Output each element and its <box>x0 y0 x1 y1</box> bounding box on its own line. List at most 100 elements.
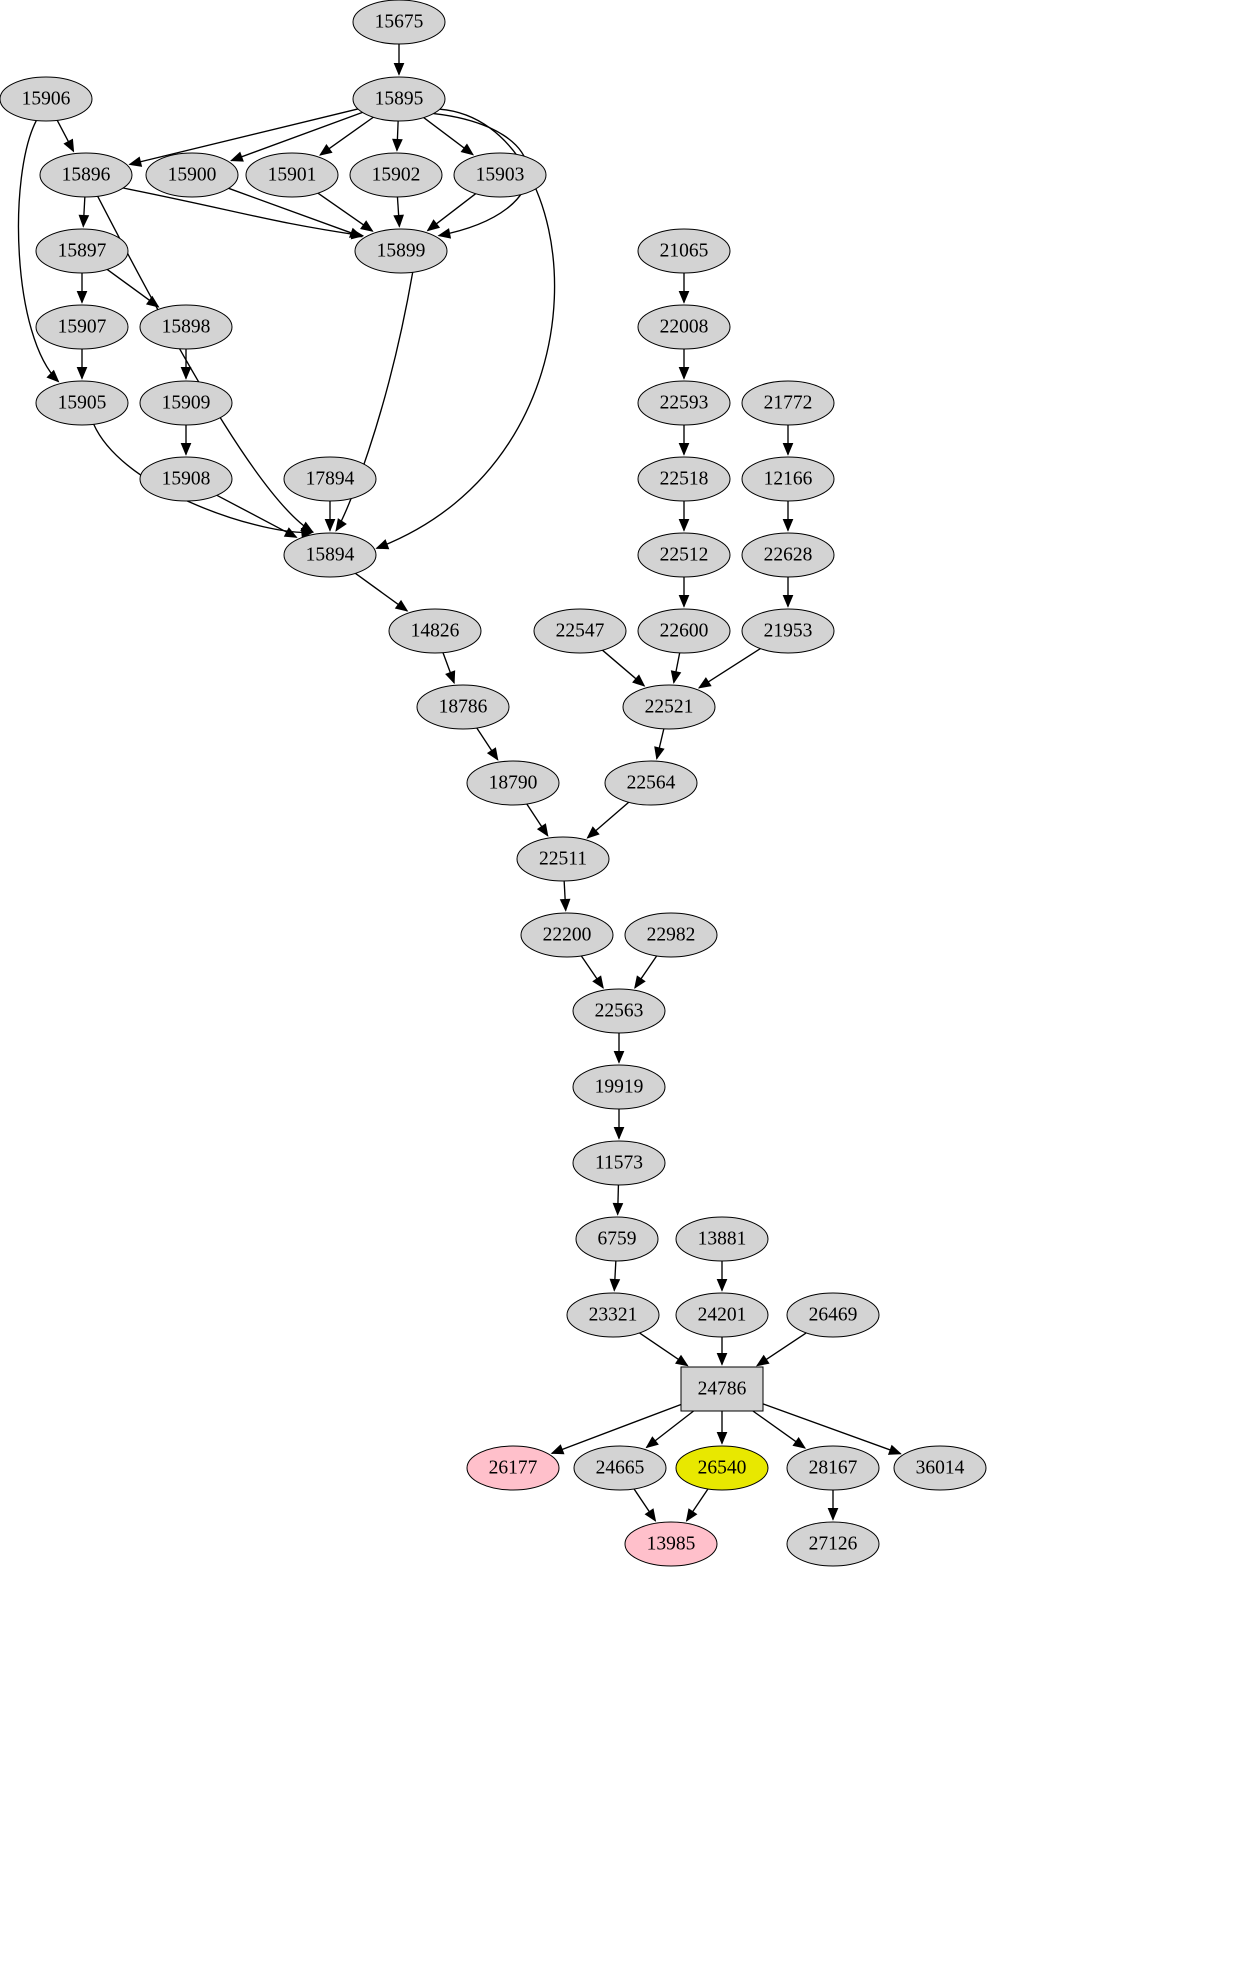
graph-node[interactable]: 21065 <box>637 228 731 274</box>
node-shape[interactable] <box>675 1445 769 1491</box>
node-shape[interactable] <box>35 380 129 426</box>
node-shape[interactable] <box>466 1445 560 1491</box>
node-shape[interactable] <box>637 304 731 350</box>
graph-node[interactable]: 15906 <box>0 76 93 122</box>
node-shape[interactable] <box>533 608 627 654</box>
graph-node[interactable]: 22600 <box>637 608 731 654</box>
graph-node[interactable]: 22511 <box>516 836 610 882</box>
graph-node[interactable]: 15909 <box>139 380 233 426</box>
graph-node[interactable]: 18790 <box>466 760 560 806</box>
node-shape[interactable] <box>520 912 614 958</box>
node-shape[interactable] <box>575 1216 659 1262</box>
node-shape[interactable] <box>680 1366 764 1412</box>
node-shape[interactable] <box>637 380 731 426</box>
graph-node[interactable]: 15907 <box>35 304 129 350</box>
graph-node[interactable]: 24665 <box>573 1445 667 1491</box>
graph-node[interactable]: 22518 <box>637 456 731 502</box>
graph-node[interactable]: 22200 <box>520 912 614 958</box>
graph-node[interactable]: 15899 <box>354 228 448 274</box>
graph-node[interactable]: 11573 <box>572 1140 666 1186</box>
graph-node[interactable]: 23321 <box>566 1292 660 1338</box>
graph-node[interactable]: 15898 <box>139 304 233 350</box>
graph-node[interactable]: 22628 <box>741 532 835 578</box>
node-shape[interactable] <box>352 76 446 122</box>
graph-node[interactable]: 14826 <box>388 608 482 654</box>
graph-node[interactable]: 22521 <box>622 684 716 730</box>
node-shape[interactable] <box>573 1445 667 1491</box>
graph-node[interactable]: 24786 <box>680 1366 764 1412</box>
node-shape[interactable] <box>245 152 339 198</box>
graph-node[interactable]: 22512 <box>637 532 731 578</box>
graph-node[interactable]: 26177 <box>466 1445 560 1491</box>
node-shape[interactable] <box>675 1292 769 1338</box>
node-shape[interactable] <box>39 152 133 198</box>
graph-node[interactable]: 22008 <box>637 304 731 350</box>
node-shape[interactable] <box>786 1292 880 1338</box>
graph-node[interactable]: 15903 <box>453 152 547 198</box>
node-shape[interactable] <box>349 152 443 198</box>
graph-node[interactable]: 15901 <box>245 152 339 198</box>
graph-node[interactable]: 18786 <box>416 684 510 730</box>
graph-node[interactable]: 6759 <box>575 1216 659 1262</box>
node-shape[interactable] <box>741 456 835 502</box>
node-shape[interactable] <box>572 988 666 1034</box>
graph-node[interactable]: 15900 <box>145 152 239 198</box>
node-shape[interactable] <box>354 228 448 274</box>
node-shape[interactable] <box>622 684 716 730</box>
graph-node[interactable]: 27126 <box>786 1521 880 1567</box>
node-shape[interactable] <box>352 0 446 45</box>
node-shape[interactable] <box>0 76 93 122</box>
node-shape[interactable] <box>624 912 718 958</box>
node-shape[interactable] <box>624 1521 718 1567</box>
node-shape[interactable] <box>572 1140 666 1186</box>
node-shape[interactable] <box>637 532 731 578</box>
node-shape[interactable] <box>145 152 239 198</box>
graph-node[interactable]: 19919 <box>572 1064 666 1110</box>
node-shape[interactable] <box>786 1445 880 1491</box>
node-shape[interactable] <box>604 760 698 806</box>
graph-node[interactable]: 15675 <box>352 0 446 45</box>
node-shape[interactable] <box>572 1064 666 1110</box>
graph-node[interactable]: 15896 <box>39 152 133 198</box>
node-shape[interactable] <box>139 304 233 350</box>
graph-node[interactable]: 22982 <box>624 912 718 958</box>
node-shape[interactable] <box>35 304 129 350</box>
graph-node[interactable]: 15908 <box>139 456 233 502</box>
node-shape[interactable] <box>139 380 233 426</box>
node-shape[interactable] <box>466 760 560 806</box>
node-shape[interactable] <box>566 1292 660 1338</box>
graph-node[interactable]: 13985 <box>624 1521 718 1567</box>
graph-node[interactable]: 22593 <box>637 380 731 426</box>
node-shape[interactable] <box>637 456 731 502</box>
graph-node[interactable]: 28167 <box>786 1445 880 1491</box>
node-shape[interactable] <box>453 152 547 198</box>
graph-node[interactable]: 22547 <box>533 608 627 654</box>
graph-node[interactable]: 22564 <box>604 760 698 806</box>
graph-node[interactable]: 13881 <box>675 1216 769 1262</box>
graph-node[interactable]: 26540 <box>675 1445 769 1491</box>
graph-node[interactable]: 12166 <box>741 456 835 502</box>
node-shape[interactable] <box>283 456 377 502</box>
node-shape[interactable] <box>741 608 835 654</box>
node-shape[interactable] <box>516 836 610 882</box>
graph-node[interactable]: 17894 <box>283 456 377 502</box>
node-shape[interactable] <box>675 1216 769 1262</box>
node-shape[interactable] <box>741 532 835 578</box>
graph-node[interactable]: 15895 <box>352 76 446 122</box>
graph-node[interactable]: 26469 <box>786 1292 880 1338</box>
node-shape[interactable] <box>283 532 377 578</box>
node-shape[interactable] <box>35 228 129 274</box>
graph-node[interactable]: 22563 <box>572 988 666 1034</box>
node-shape[interactable] <box>388 608 482 654</box>
node-shape[interactable] <box>893 1445 987 1491</box>
node-shape[interactable] <box>637 608 731 654</box>
node-shape[interactable] <box>741 380 835 426</box>
node-shape[interactable] <box>416 684 510 730</box>
graph-node[interactable]: 15897 <box>35 228 129 274</box>
graph-node[interactable]: 24201 <box>675 1292 769 1338</box>
graph-node[interactable]: 15894 <box>283 532 377 578</box>
node-shape[interactable] <box>139 456 233 502</box>
graph-node[interactable]: 15902 <box>349 152 443 198</box>
graph-node[interactable]: 21772 <box>741 380 835 426</box>
graph-node[interactable]: 15905 <box>35 380 129 426</box>
